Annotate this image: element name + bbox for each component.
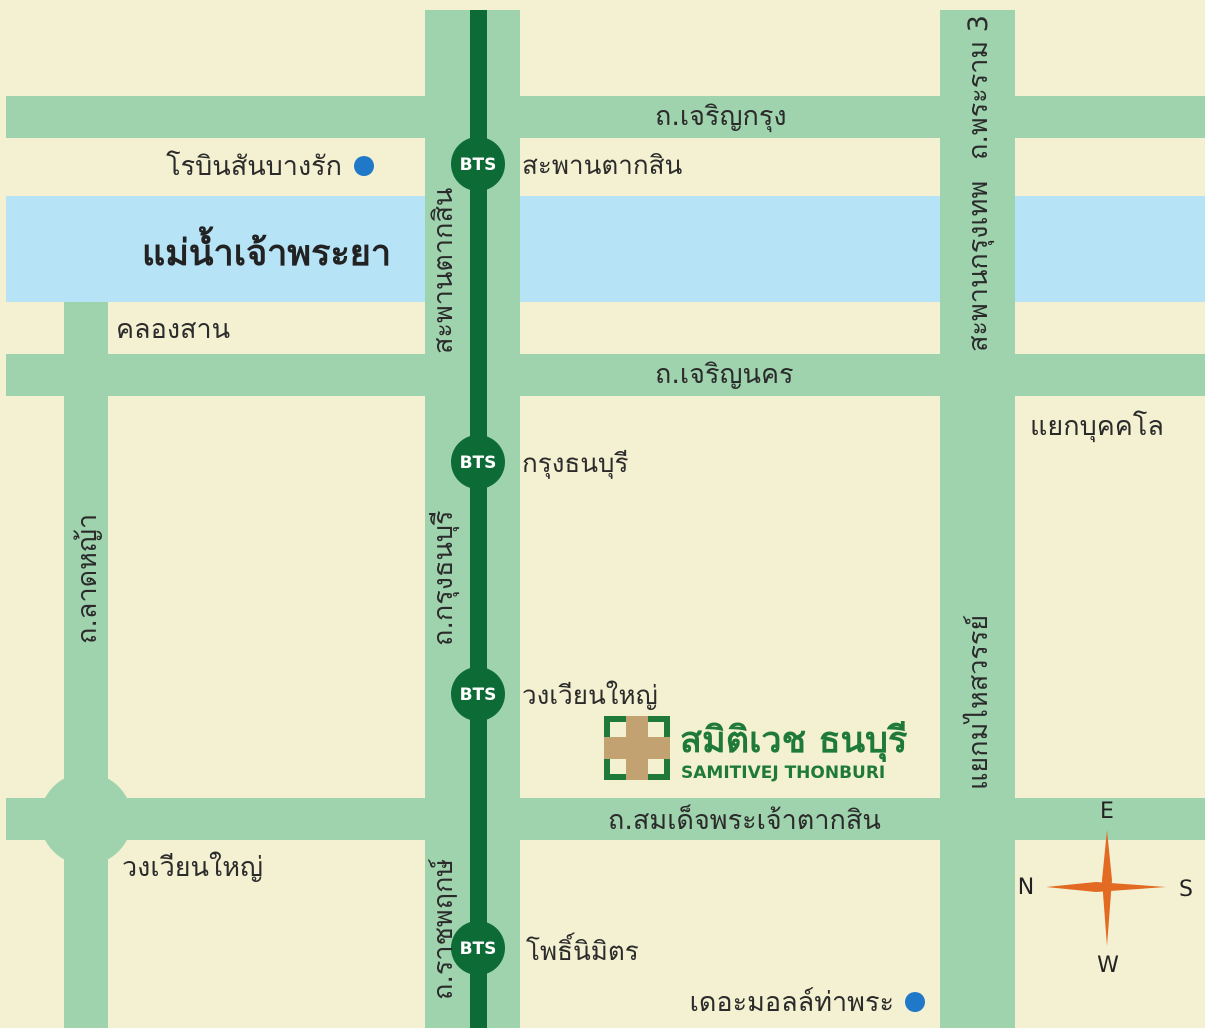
poi-robinson[interactable]: โรบินสันบางรัก [166,151,374,182]
bts-station-saphan-taksin[interactable]: BTS สะพานตากสิน [451,137,682,191]
bts-badge-text: BTS [460,155,497,175]
compass-rose: E W N S [1018,799,1193,978]
station-name: กรุงธนบุรี [522,449,629,479]
hospital-name-en: SAMITIVEJ THONBURI [681,763,885,783]
bts-badge [451,667,505,721]
compass-needle-horizontal [1046,882,1166,892]
river-label: แม่น้ำเจ้าพระยา [142,226,391,274]
road-lat-ya [64,302,108,1028]
label-yaek-buk-kha-lo: แยกบุคคโล [1030,411,1164,443]
road-somdet-phra-chao-taksin [6,798,1205,840]
poi-dot-icon [905,992,925,1012]
bts-station-pho-nimit[interactable]: BTS โพธิ์นิมิตร [451,921,639,975]
compass-east: E [1100,799,1114,824]
hospital-name-th: สมิติเวช ธนบุรี [680,720,908,763]
bts-line [470,10,487,1028]
wongwian-yai-roundabout [40,773,132,865]
poi-robinson-label: โรบินสันบางรัก [166,151,342,182]
bts-station-krung-thonburi[interactable]: BTS กรุงธนบุรี [451,435,629,489]
label-charoen-nakhon: ถ.เจริญนคร [655,359,794,390]
bts-station-wongwian-yai[interactable]: BTS วงเวียนใหญ่ [451,667,658,721]
station-name: สะพานตากสิน [522,151,682,181]
bts-badge [451,137,505,191]
label-somdet-phra-chao-taksin: ถ.สมเด็จพระเจ้าตากสิน [608,802,881,836]
road-charoen-nakhon [6,354,1205,396]
hospital-marker[interactable]: สมิติเวช ธนบุรี SAMITIVEJ THONBURI [604,716,908,783]
label-charoen-krung: ถ.เจริญกรุง [655,101,787,133]
hospital-cross-icon [604,716,670,780]
compass-south: S [1179,877,1193,902]
label-krungthep-bridge: สะพานกรุงเทพ [963,181,995,352]
label-ratchaphruek: ถ.ราชพฤกษ์ [427,858,459,1000]
bts-badge [451,435,505,489]
poi-the-mall-label: เดอะมอลล์ท่าพระ [690,986,894,1018]
bts-badge-text: BTS [460,453,497,473]
road-rama3 [940,10,1015,1028]
label-rama3: ถ.พระราม 3 [963,15,994,160]
bts-badge-text: BTS [460,939,497,959]
station-name: วงเวียนใหญ่ [522,681,658,711]
compass-west: W [1097,953,1119,978]
bts-badge [451,921,505,975]
poi-the-mall[interactable]: เดอะมอลล์ท่าพระ [690,986,925,1018]
label-lat-ya: ถ.ลาดหญ้า [72,514,103,644]
road-charoen-krung [6,96,1205,138]
label-yaek-mahaisawan: แยกมไหสวรรย์ [962,615,994,790]
label-krung-thonburi: ถ.กรุงธนบุรี [428,510,460,646]
compass-north: N [1018,875,1034,900]
label-wongwian-yai-circle: วงเวียนใหญ่ [122,851,263,883]
poi-dot-icon [354,156,374,176]
station-name: โพธิ์นิมิตร [526,932,639,967]
label-khlong-san: คลองสาน [116,314,230,345]
label-taksin-bridge: สะพานตากสิน [428,188,459,354]
bts-badge-text: BTS [460,685,497,705]
